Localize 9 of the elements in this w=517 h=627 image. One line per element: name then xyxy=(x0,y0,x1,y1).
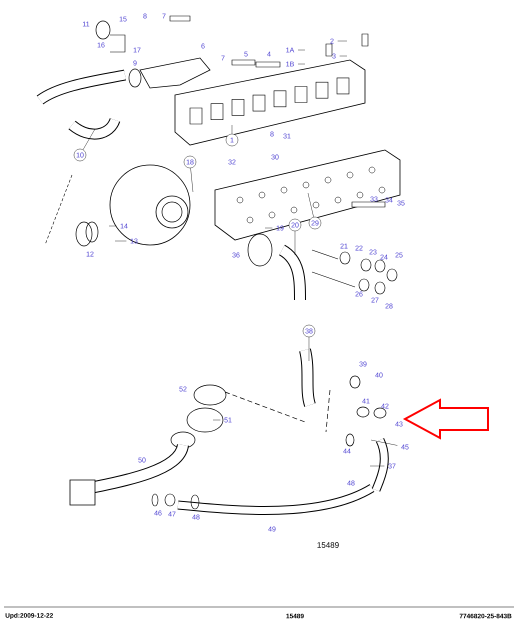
leader-line xyxy=(294,231,296,256)
leader-line xyxy=(337,40,348,42)
leader-line xyxy=(114,240,127,242)
leader-line xyxy=(82,128,96,150)
leader-line xyxy=(308,192,314,218)
leader-line xyxy=(190,168,194,192)
leader-line xyxy=(308,337,310,362)
drawing-number: 15489 xyxy=(317,542,339,548)
leader-line xyxy=(370,440,398,446)
